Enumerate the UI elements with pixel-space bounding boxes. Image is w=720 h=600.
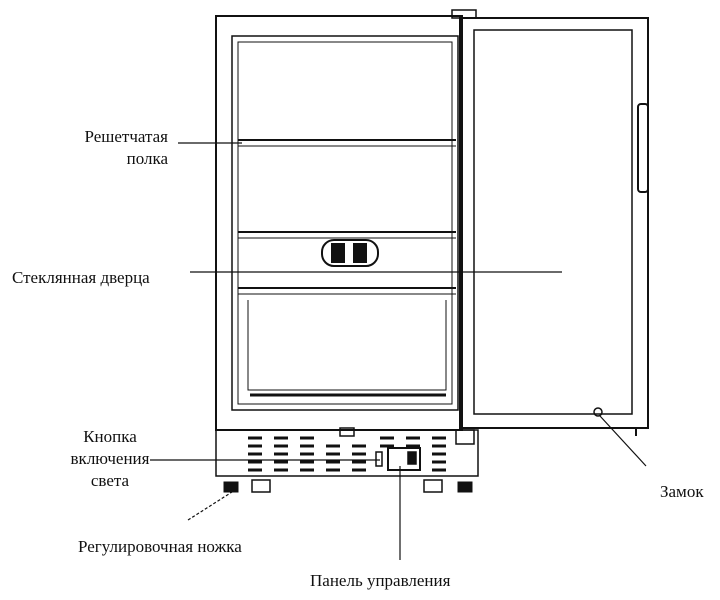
base-vent [215, 427, 479, 477]
label-grated-shelf: Решетчатая полка [40, 126, 169, 170]
label-glass-door: Стеклянная дверца [12, 268, 150, 287]
label-line: света [90, 471, 130, 490]
control-panel [387, 447, 421, 471]
label-line: полка [126, 149, 168, 168]
cabinet [215, 9, 477, 431]
label-control-panel: Панель управления [310, 571, 451, 590]
label-leveling-foot: Регулировочная ножка [78, 537, 242, 556]
leader-lines [150, 142, 647, 560]
feet [223, 479, 473, 493]
shelves [238, 139, 456, 397]
label-line: Кнопка [83, 427, 137, 446]
label-line: включения [70, 449, 150, 468]
label-light-button: Кнопка включения света [60, 426, 160, 492]
label-line: Решетчатая [84, 127, 169, 146]
light-switch [375, 451, 383, 467]
glass-door [459, 17, 649, 436]
label-lock: Замок [660, 482, 704, 501]
